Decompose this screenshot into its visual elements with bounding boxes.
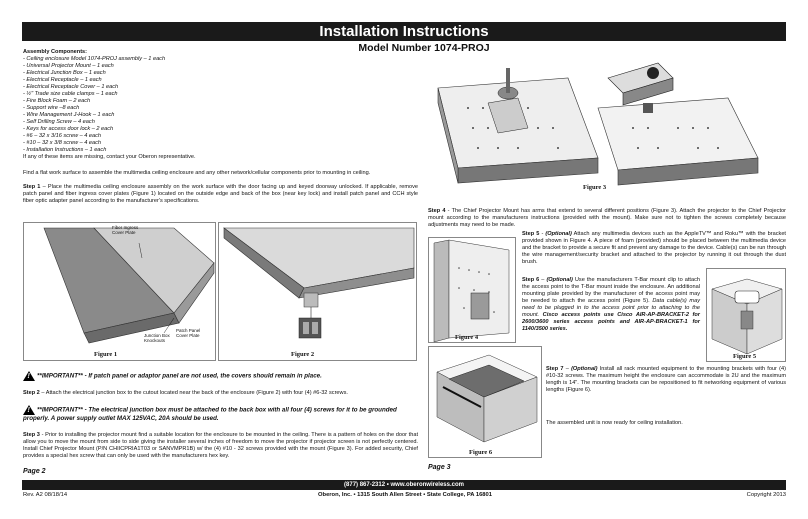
list-item: - #6 – 32 x 3/16 screw – 4 each: [23, 133, 102, 139]
step-1: Step 1 – Place the multimedia ceiling en…: [23, 184, 418, 205]
list-item: - Electrical Receptacle – 1 each: [23, 77, 102, 83]
address: Oberon, Inc. • 1315 South Allen Street •…: [318, 492, 492, 498]
figure-caption: Figure 3: [583, 184, 607, 191]
step-label: Step 5: [522, 231, 540, 237]
step-3: Step 3 - Prior to installing the project…: [23, 432, 418, 460]
step-label: Step 7: [546, 366, 564, 372]
left-column: Assembly Components: - Ceiling enclosure…: [23, 49, 418, 205]
step-label: Step 3: [23, 432, 40, 438]
figure-3-illustration: [437, 62, 759, 186]
figure-5-illustration: [711, 278, 783, 355]
figure-caption: Figure 2: [291, 351, 315, 358]
fig1-callout: Patch Panel Cover Plate: [176, 328, 201, 338]
step-7: Step 7 – (Optional) Install all rack mou…: [546, 366, 786, 393]
warning-1: !**IMPORTANT** - If patch panel or adapt…: [23, 371, 322, 381]
step-optional: (Optional): [545, 231, 572, 237]
revision: Rev. A2 08/18/14: [23, 492, 68, 498]
step-text: Install all rack mounted equipment to th…: [546, 366, 786, 393]
list-item: - Universal Projector Mount – 1 each: [23, 63, 114, 69]
warning-text: - If patch panel or adaptor panel are no…: [82, 372, 322, 380]
step-text: – Place the multimedia ceiling enclosure…: [23, 184, 418, 204]
step-text: - Prior to installing the projector moun…: [23, 432, 418, 459]
step-label: Step 2: [23, 390, 40, 396]
list-item: - Electrical Junction Box – 1 each: [23, 70, 106, 76]
fig1-callout: Fiber Ingress Cover Plate: [112, 225, 139, 235]
warning-label: **IMPORTANT**: [37, 372, 83, 380]
figure-4: Figure 4: [428, 237, 516, 343]
step-6: Step 6 – (Optional) Use the manufacturer…: [522, 277, 700, 332]
intro-text: Find a flat work surface to assemble the…: [23, 170, 371, 176]
figure-caption: Figure 6: [469, 449, 493, 456]
list-item: - ½" Trade size cable clamps – 1 each: [23, 91, 118, 97]
title-bar: Installation Instructions: [22, 22, 786, 41]
figure-caption: Figure 5: [733, 353, 757, 360]
ready-note: The assembled unit is now ready for ceil…: [546, 420, 683, 426]
page-label-left: Page 2: [23, 468, 46, 475]
step-label: Step 6: [522, 277, 540, 283]
figure-6-illustration: [436, 354, 538, 443]
step-label: Step 1: [23, 184, 41, 190]
fig1-callout: Junction Box Knockouts: [144, 333, 170, 343]
list-item: - Wire Management J-Hook – 1 each: [23, 112, 115, 118]
figure-5: Figure 5: [706, 268, 786, 362]
step-text: - The Chief Projector Mount has arms tha…: [428, 208, 786, 228]
warning-text: - The electrical junction box must be at…: [23, 406, 397, 422]
list-item: - Self Drilling Screw – 4 each: [23, 119, 95, 125]
step-2: Step 2 – Attach the electrical junction …: [23, 390, 418, 397]
step-note: Data cable(s) may need to be plugged in …: [522, 298, 700, 318]
figure-6: Figure 6: [428, 346, 542, 458]
figure-3: Figure 3: [428, 48, 786, 198]
footer-contact: (877) 867-2312 • www.oberonwireless.com: [344, 482, 464, 488]
figure-caption: Figure 1: [94, 351, 118, 358]
list-item: - Support wire –8 each: [23, 105, 80, 111]
figure-1: Fiber Ingress Cover Plate Patch Panel Co…: [23, 222, 216, 361]
list-item: - Ceiling enclosure Model 1074-PROJ asse…: [23, 56, 166, 62]
figure-caption: Figure 4: [455, 334, 479, 341]
page-label-right: Page 3: [428, 464, 451, 471]
step-optional: (Optional): [571, 366, 598, 372]
list-item: - Installation Instructions – 1 each: [23, 147, 107, 153]
model-number: Model Number 1074-PROJ: [358, 42, 490, 54]
figure-2-illustration: [223, 227, 415, 339]
step-5: Step 5 - (Optional) Attach any multimedi…: [522, 231, 786, 265]
warning-label: **IMPORTANT**: [37, 406, 83, 414]
figure-1-illustration: [43, 227, 215, 344]
step-text: Use the manufacturers T-Bar mount clip t…: [522, 277, 700, 304]
cisco-note: Cisco access points use Cisco AIR-AP-BRA…: [522, 312, 700, 332]
page-title: Installation Instructions: [319, 23, 489, 40]
footer-bar: (877) 867-2312 • www.oberonwireless.com: [22, 480, 786, 490]
list-item: - Electrical Receptacle Cover – 1 each: [23, 84, 119, 90]
assembly-heading: Assembly Components:: [23, 49, 88, 55]
step-optional: (Optional): [546, 277, 573, 283]
step-4: Step 4 - The Chief Projector Mount has a…: [428, 208, 786, 229]
warning-2: !**IMPORTANT** - The electrical junction…: [23, 405, 418, 423]
step-label: Step 4: [428, 208, 446, 214]
figure-4-illustration: [433, 239, 510, 343]
missing-note: If any of these items are missing, conta…: [23, 154, 196, 160]
copyright: Copyright 2013: [746, 492, 786, 498]
component-list: - Ceiling enclosure Model 1074-PROJ asse…: [23, 56, 418, 154]
step-text: – Attach the electrical junction box to …: [39, 390, 348, 396]
step-text: Attach any multimedia devices such as th…: [522, 231, 786, 265]
list-item: - Fire Block Foam – 2 each: [23, 98, 91, 104]
figure-2: Figure 2: [218, 222, 417, 361]
list-item: - Keys for access door lock – 2 each: [23, 126, 114, 132]
warning-icon: !: [23, 405, 35, 415]
list-item: - #10 – 32 x 3/8 screw – 4 each: [23, 140, 102, 146]
warning-icon: !: [23, 371, 35, 381]
